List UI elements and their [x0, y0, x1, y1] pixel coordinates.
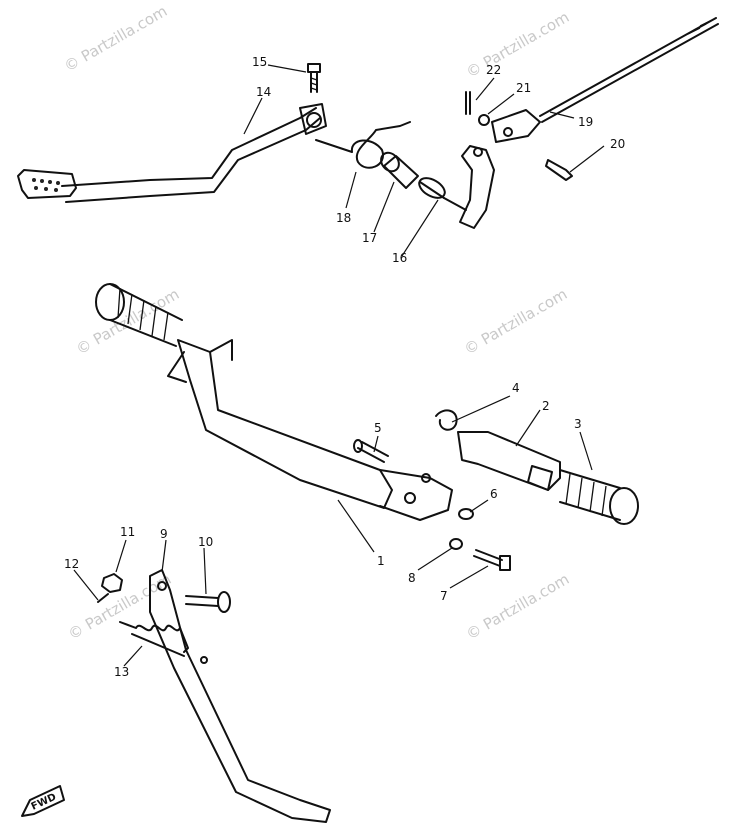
callout-18: 18	[336, 211, 351, 225]
callout-10: 10	[198, 535, 213, 549]
fwd-arrow-icon: FWD	[21, 785, 65, 817]
collar	[380, 151, 419, 189]
callouts: 1 2 3 4 5 6 7 8 9 10 11 12 13 14 15 16 1…	[64, 55, 625, 679]
watermark: © Partzilla.com	[461, 285, 570, 358]
callout-16: 16	[392, 251, 407, 265]
brake-shaft-arm	[418, 145, 495, 229]
bolt-7	[473, 549, 511, 571]
callout-17: 17	[362, 231, 377, 245]
watermark: © Partzilla.com	[61, 2, 170, 75]
callout-2: 2	[542, 399, 550, 413]
watermark: © Partzilla.com	[73, 285, 182, 358]
callout-14: 14	[256, 85, 271, 99]
side-stand	[149, 569, 331, 823]
callout-4: 4	[512, 381, 520, 395]
callout-6: 6	[490, 487, 498, 501]
leader-lines	[73, 64, 605, 667]
pin-12	[97, 593, 109, 603]
return-spring	[315, 121, 411, 169]
washer-8	[449, 538, 463, 550]
brake-rod	[539, 17, 719, 123]
footrest-right	[457, 431, 561, 491]
clip	[435, 409, 458, 431]
rod-joint	[478, 109, 541, 143]
footrest-rubber-left	[95, 283, 183, 347]
clevis-pin	[545, 159, 573, 181]
callout-12: 12	[64, 557, 79, 571]
watermark: © Partzilla.com	[463, 570, 572, 643]
watermark: © Partzilla.com	[463, 8, 572, 81]
watermarks: © Partzilla.com © Partzilla.com © Partzi…	[61, 2, 572, 643]
callout-19: 19	[578, 115, 593, 129]
callout-11: 11	[120, 525, 135, 539]
callout-7: 7	[440, 589, 448, 603]
cotter-pin	[465, 91, 471, 115]
bolt-5	[353, 439, 389, 463]
callout-3: 3	[574, 417, 582, 431]
footrest-rubber-right	[559, 469, 639, 525]
callout-1: 1	[377, 554, 385, 568]
callout-13: 13	[114, 665, 129, 679]
callout-21: 21	[516, 81, 531, 95]
pivot-bolt	[185, 591, 231, 613]
callout-8: 8	[408, 571, 416, 585]
nut	[101, 573, 123, 593]
callout-9: 9	[160, 527, 168, 541]
callout-20: 20	[610, 137, 625, 151]
callout-15: 15	[252, 55, 267, 69]
stand-spring	[119, 621, 189, 657]
callout-5: 5	[374, 421, 382, 435]
bolt-15	[307, 63, 321, 93]
brake-pedal	[17, 103, 327, 203]
callout-22: 22	[486, 63, 501, 77]
washer-6	[458, 508, 474, 520]
footrest-bar	[167, 339, 453, 521]
